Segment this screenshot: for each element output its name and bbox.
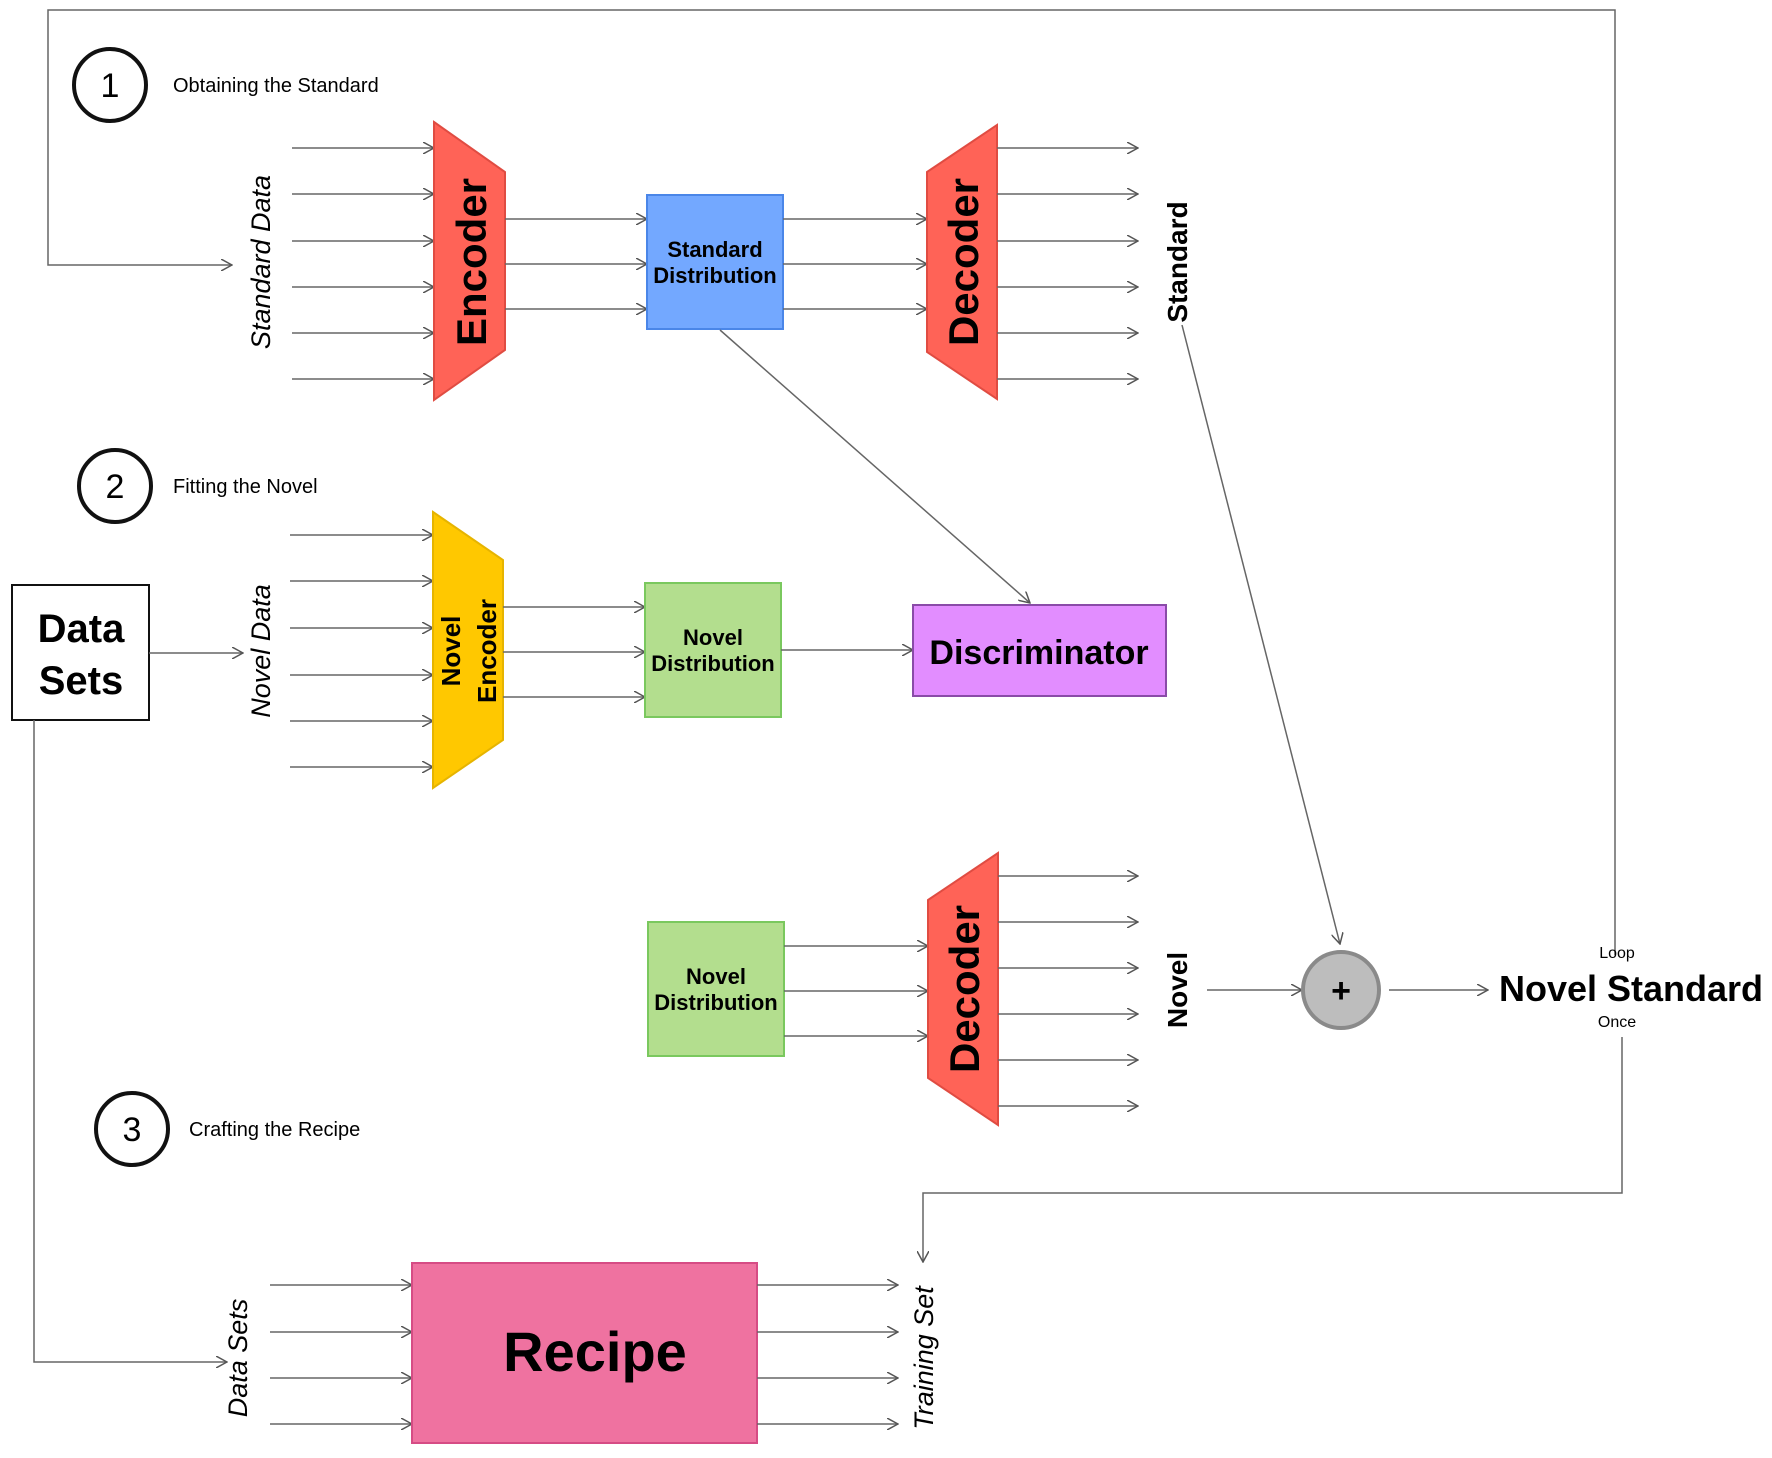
novel-encoder-output-arrows [503,607,645,697]
adder-node: + [1301,950,1381,1030]
step-2-label: Fitting the Novel [173,476,318,498]
novel-distribution-low-block [647,921,785,1057]
decoder-low-label: Decoder [941,905,988,1073]
recipe-output-arrows [757,1285,898,1424]
discriminator-label: Discriminator [929,634,1148,672]
data-sets-line-1: Data [38,607,125,651]
data-sets-line-2: Sets [39,659,124,703]
adder-symbol: + [1331,972,1351,1010]
step-3-marker: 3 [94,1091,170,1167]
standard-distribution-block [646,194,784,330]
data-sets-to-recipe-arrow [33,720,227,1362]
encoder-output-arrows [505,219,647,309]
discriminator-block [912,604,1167,697]
step-1-label: Obtaining the Standard [173,75,379,97]
step-3-number: 3 [123,1111,142,1149]
distribution-to-discriminator-arrow [719,329,1030,603]
standard-distribution-line-1: Standard [667,237,762,262]
decoder-top-label: Decoder [940,178,987,346]
step-1-number: 1 [101,67,120,105]
standard-input-arrows [292,148,434,379]
encoder-label: Encoder [448,178,495,346]
once-to-training-set-arrow [923,1037,1623,1262]
step-3-label: Crafting the Recipe [189,1119,360,1141]
standard-distribution-line-2: Distribution [653,263,776,288]
standard-data-label: Standard Data [246,175,276,349]
step-2-number: 2 [106,468,125,506]
novel-distribution-mid-line-1: Novel [683,625,743,650]
step-1-marker: 1 [72,47,148,123]
novel-distribution-mid-line-2: Distribution [651,651,774,676]
decoder-top-block [926,123,998,401]
novel-encoder-block [432,510,504,790]
novel-encoder-line-2: Encoder [472,599,502,703]
novel-standard-label: Novel Standard [1499,968,1763,1009]
loop-label: Loop [1599,945,1635,962]
recipe-input-arrows [270,1285,412,1424]
decoder-top-output-arrows [997,148,1138,379]
data-sets-input-label: Data Sets [223,1299,253,1418]
recipe-block [411,1262,758,1444]
novel-distribution-to-decoder-arrows [784,946,928,1036]
novel-encoder-line-1: Novel [436,616,466,687]
novel-distribution-mid-block [644,582,782,718]
novel-distribution-low-line-2: Distribution [654,990,777,1015]
encoder-block [433,120,506,402]
novel-data-label: Novel Data [246,584,276,718]
decoder-low-output-arrows [998,876,1138,1106]
distribution-to-decoder-arrows [783,219,927,309]
loop-arrow [47,9,1616,955]
step-2-marker: 2 [77,448,153,524]
recipe-label: Recipe [503,1320,687,1383]
novel-distribution-low-line-1: Novel [686,964,746,989]
standard-output-label: Standard [1162,201,1193,322]
novel-input-arrows [290,535,433,767]
decoder-low-block [927,851,999,1127]
standard-to-adder-arrow [1181,324,1340,944]
novel-output-label: Novel [1162,952,1193,1028]
training-set-label: Training Set [909,1285,939,1430]
once-label: Once [1598,1014,1636,1031]
